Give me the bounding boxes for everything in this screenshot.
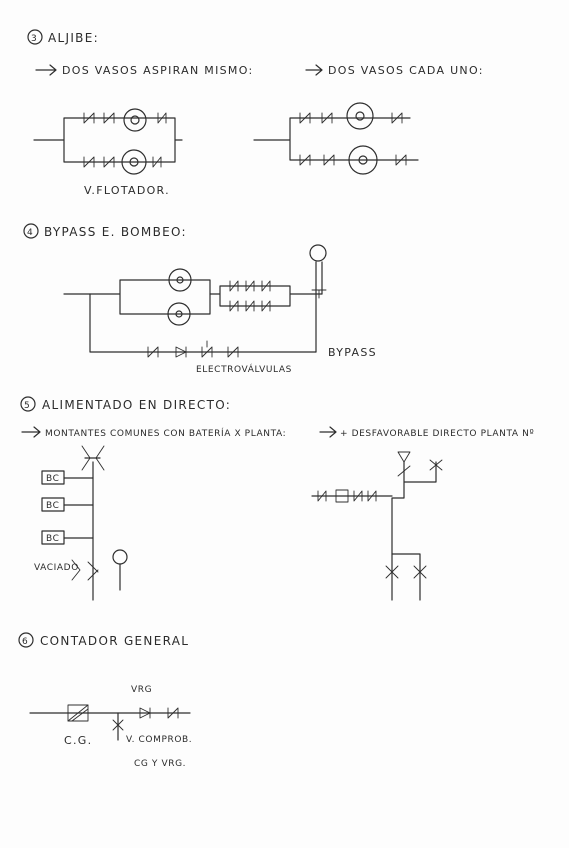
section-aljibe: 3 ALJIBE: DOS VASOS ASPIRAN MISMO: DOS V…: [27, 29, 484, 197]
section-contador: 6 CONTADOR GENERAL VRG C.G. V. COMPROB. …: [18, 632, 192, 769]
gauge-icon: [112, 549, 128, 565]
section-number-circle: [23, 223, 39, 239]
meter-icon: [67, 704, 89, 722]
section-number-circle: [27, 29, 43, 45]
right-caption: + DESFAVORABLE DIRECTO PLANTA Nº: [340, 429, 534, 439]
vrg-label: VRG: [131, 685, 152, 695]
bypass-diagram: BYPASS ELECTROVÁLVULAS: [63, 244, 377, 375]
section-number: 3: [31, 34, 37, 44]
section-number: 5: [24, 401, 30, 411]
valve-icon: [103, 112, 115, 124]
section-number-circle: [20, 396, 36, 412]
pump-icon: [346, 102, 374, 130]
pump-impeller-icon: [355, 111, 365, 121]
valve-icon: [321, 112, 333, 124]
valve-icon: [227, 346, 239, 358]
valve-icon: [353, 490, 377, 502]
valve-icon: [395, 154, 407, 166]
left-caption: MONTANTES COMUNES CON BATERÍA X PLANTA:: [45, 427, 286, 439]
valve-icon: [429, 459, 443, 471]
valve-icon: [157, 112, 167, 124]
valve-icon: [413, 565, 427, 579]
shared-suction-diagram: V.FLOTADOR.: [33, 108, 183, 197]
section-title: ALIMENTADO EN DIRECTO:: [42, 398, 231, 412]
pump-impeller-icon: [129, 157, 139, 167]
right-caption: DOS VASOS CADA UNO:: [328, 64, 484, 77]
check-valve-icon: [139, 707, 151, 719]
valve-icon: [323, 154, 335, 166]
valve-icon: [391, 112, 403, 124]
valve-icon: [317, 490, 327, 502]
meter-assembly-diagram: VRG C.G. V. COMPROB. CG Y VRG.: [29, 685, 192, 769]
cg-label: C.G.: [64, 734, 92, 747]
float-valve-label: V.FLOTADOR.: [84, 184, 170, 197]
valve-icon: [103, 156, 115, 168]
section-directo: 5 ALIMENTADO EN DIRECTO: MONTANTES COMUN…: [20, 396, 534, 601]
valve-icon: [299, 112, 311, 124]
tank-inlet-icon: [397, 451, 411, 463]
bc-label: BC: [46, 474, 60, 484]
pump-impeller-icon: [358, 155, 368, 165]
solenoid-valve-icon: [201, 340, 213, 358]
direct-feed-diagram: [311, 451, 443, 601]
section-title: CONTADOR GENERAL: [40, 634, 189, 648]
arrow-icon: [21, 426, 41, 438]
valve-icon: [147, 346, 159, 358]
section-number: 6: [22, 637, 28, 647]
valve-icon: [397, 465, 411, 477]
bc-label: BC: [46, 534, 60, 544]
common-riser-diagram: BC BC BC VACIADO: [34, 445, 128, 601]
check-valve-icon: [175, 346, 187, 358]
meter-icon: [335, 489, 349, 503]
valve-icon: [299, 154, 311, 166]
pump-icon: [168, 268, 192, 292]
pump-impeller-icon: [130, 115, 140, 125]
meter-hatch-icon: [67, 704, 89, 722]
arrow-icon: [35, 64, 57, 76]
section-title: ALJIBE:: [48, 31, 99, 45]
valve-icon: [152, 156, 162, 168]
check-label: V. COMPROB.: [126, 735, 192, 745]
drain-label: VACIADO: [34, 563, 79, 573]
pump-icon: [123, 108, 147, 132]
tee-icon: [311, 289, 327, 299]
pump-impeller-icon: [176, 276, 184, 284]
drain-valve-icon: [71, 559, 99, 581]
valve-icon: [229, 300, 271, 312]
tank-icon: [309, 244, 327, 262]
valve-icon: [167, 707, 179, 719]
section-number: 4: [27, 228, 33, 238]
section-bypass: 4 BYPASS E. BOMBEO: BYPASS ELECTROVÁLVUL…: [23, 223, 377, 375]
separate-suction-diagram: [253, 102, 419, 175]
valve-icon: [81, 445, 105, 471]
valve-icon: [83, 112, 95, 124]
arrow-icon: [305, 64, 323, 76]
section-number-circle: [18, 632, 34, 648]
solenoid-label: ELECTROVÁLVULAS: [196, 363, 292, 375]
bypass-label: BYPASS: [328, 346, 377, 359]
section-title: BYPASS E. BOMBEO:: [44, 225, 187, 239]
valve-icon: [83, 156, 95, 168]
pump-icon: [348, 145, 378, 175]
valve-icon: [229, 280, 271, 292]
cg-vrg-label: CG Y VRG.: [134, 759, 186, 769]
left-caption: DOS VASOS ASPIRAN MISMO:: [62, 64, 253, 77]
arrow-icon: [319, 426, 337, 438]
check-test-valve-icon: [112, 719, 124, 731]
valve-icon: [385, 565, 399, 579]
pump-icon: [121, 149, 147, 175]
bc-label: BC: [46, 501, 60, 511]
pump-icon: [167, 302, 191, 326]
pump-impeller-icon: [175, 310, 183, 318]
